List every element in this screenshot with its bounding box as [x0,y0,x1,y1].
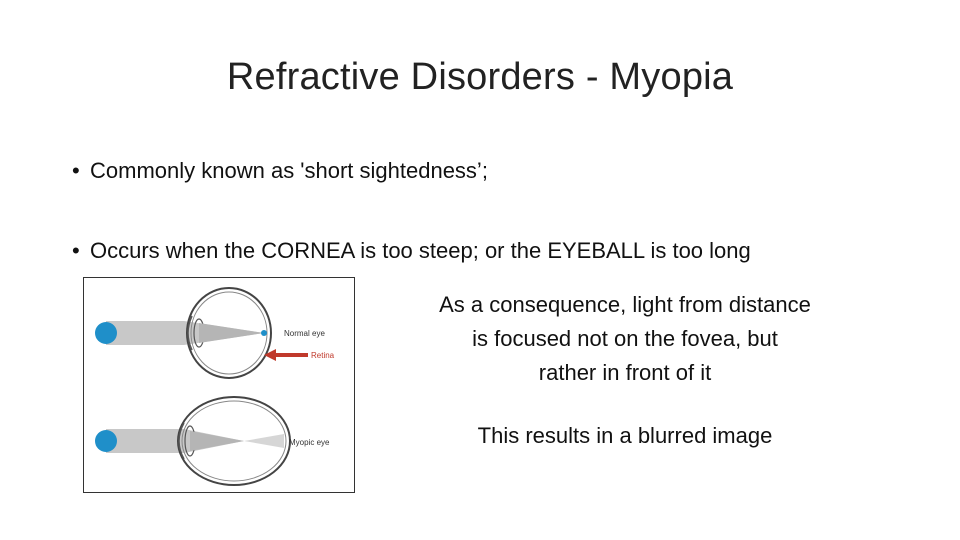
normal-eyeball-outer [186,287,272,379]
myopic-eye-focus-cone [190,431,244,451]
myopic-eye-cornea [178,422,185,460]
eye-diagram-figure: Normal eye Retina Myopic eye [83,277,355,493]
explanation-text: As a consequence, light from distance is… [405,288,845,390]
explanation-line: rather in front of it [538,360,712,385]
retina-arrow-icon [264,349,308,361]
bullet-cornea-eyeball: • Occurs when the CORNEA is too steep; or… [72,238,751,264]
bullet-icon: • [72,238,80,263]
myopic-eyeball-inner [181,400,287,482]
bullet-text: Commonly known as 'short sightedness’; [90,158,488,183]
eye-diagram: Normal eye Retina Myopic eye [95,287,335,486]
myopic-eye-diagram: Myopic eye [95,396,330,486]
myopic-eyeball-outer [177,396,291,486]
myopic-eye-diverging-cone [244,434,284,448]
normal-eye-focus-cone [199,323,264,343]
explanation-line: As a consequence, light from distance [439,292,811,317]
result-text: This results in a blurred image [477,423,773,448]
retina-label: Retina [311,351,335,360]
normal-eye-focus-dot [261,330,267,336]
slide-title: Refractive Disorders - Myopia [226,56,734,98]
myopic-eye-light-source [95,430,117,452]
normal-eye-diagram: Normal eye Retina [95,287,335,379]
myopic-eye-label: Myopic eye [289,438,330,447]
explanation-line: is focused not on the fovea, but [472,326,778,351]
bullet-icon: • [72,158,80,183]
bullet-text: Occurs when the CORNEA is too steep; or … [90,238,751,263]
normal-eye-light-source [95,322,117,344]
bullet-short-sightedness: • Commonly known as 'short sightedness’; [72,158,488,184]
normal-eye-label: Normal eye [284,329,325,338]
normal-eye-beam [106,321,264,345]
normal-eye-cornea [187,315,193,351]
